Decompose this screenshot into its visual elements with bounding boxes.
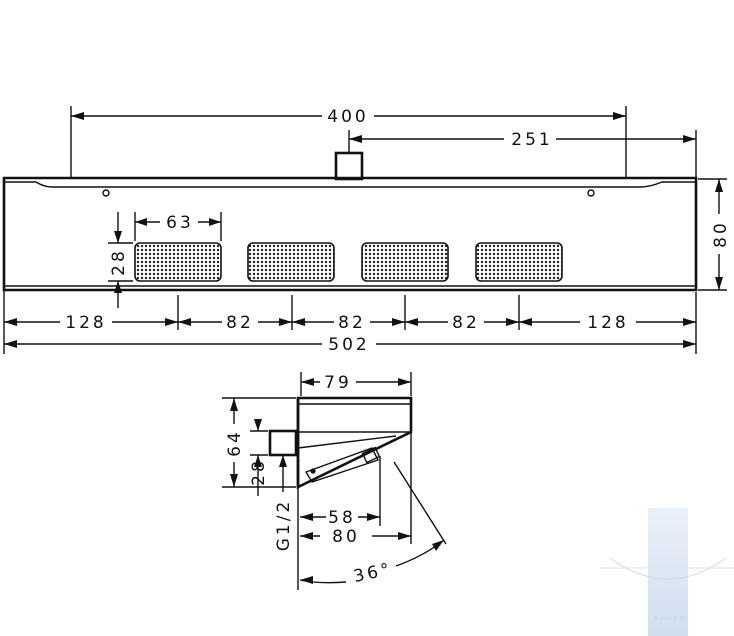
side-inlet bbox=[268, 429, 298, 457]
dim-82-first-label: 82 bbox=[226, 313, 254, 333]
inlet-stub bbox=[334, 151, 364, 181]
dimension-28-inlet: 28 bbox=[249, 419, 269, 496]
dimension-251: 251 bbox=[348, 130, 697, 178]
dimension-63: 63 bbox=[134, 212, 222, 241]
dim-82-second-label: 82 bbox=[338, 313, 366, 333]
thread-label: G1/2 bbox=[274, 499, 294, 552]
spray-nozzle-4 bbox=[475, 242, 563, 282]
dim-58-label: 58 bbox=[328, 508, 356, 528]
dimension-79: 79 bbox=[300, 372, 412, 396]
mounting-hole-right bbox=[587, 189, 595, 197]
dim-28-inlet-label: 28 bbox=[249, 458, 269, 486]
spray-nozzle-2 bbox=[247, 242, 335, 282]
watermark-text: ванна bbox=[652, 614, 684, 622]
front-view bbox=[2, 151, 698, 292]
dim-251-label: 251 bbox=[511, 130, 552, 150]
dim-128-right-label: 128 bbox=[587, 313, 628, 333]
spray-nozzle-3 bbox=[361, 242, 449, 282]
side-view bbox=[268, 396, 413, 490]
angle-label: 36° bbox=[352, 559, 394, 587]
dim-400-label: 400 bbox=[327, 107, 368, 127]
shower-body-outline bbox=[2, 176, 698, 292]
watermark: ванна bbox=[600, 508, 734, 636]
dimension-thread: G1/2 bbox=[274, 455, 294, 551]
dim-63-label: 63 bbox=[166, 213, 194, 233]
dimension-angle: 36° bbox=[299, 461, 447, 587]
mounting-hole-left bbox=[102, 189, 110, 197]
dimension-28-nozzle: 28 bbox=[108, 212, 133, 308]
dimension-chain-bottom: 128 82 82 82 128 bbox=[3, 290, 697, 354]
body-top-chamfer bbox=[4, 181, 696, 188]
dim-28-nozzle-label: 28 bbox=[109, 248, 129, 276]
dim-82-third-label: 82 bbox=[452, 313, 480, 333]
dimension-502: 502 bbox=[4, 335, 696, 355]
dim-128-left-label: 128 bbox=[65, 313, 106, 333]
dim-502-label: 502 bbox=[328, 335, 369, 355]
dim-80-height-label: 80 bbox=[711, 220, 731, 248]
dim-64-label: 64 bbox=[225, 429, 245, 457]
spray-nozzle-1 bbox=[134, 242, 222, 282]
dim-80-depth-label: 80 bbox=[332, 527, 360, 547]
side-body-outline bbox=[296, 396, 413, 490]
dim-79-label: 79 bbox=[324, 373, 352, 393]
dimension-80-height: 80 bbox=[698, 178, 731, 291]
dimension-400: 400 bbox=[70, 106, 627, 178]
